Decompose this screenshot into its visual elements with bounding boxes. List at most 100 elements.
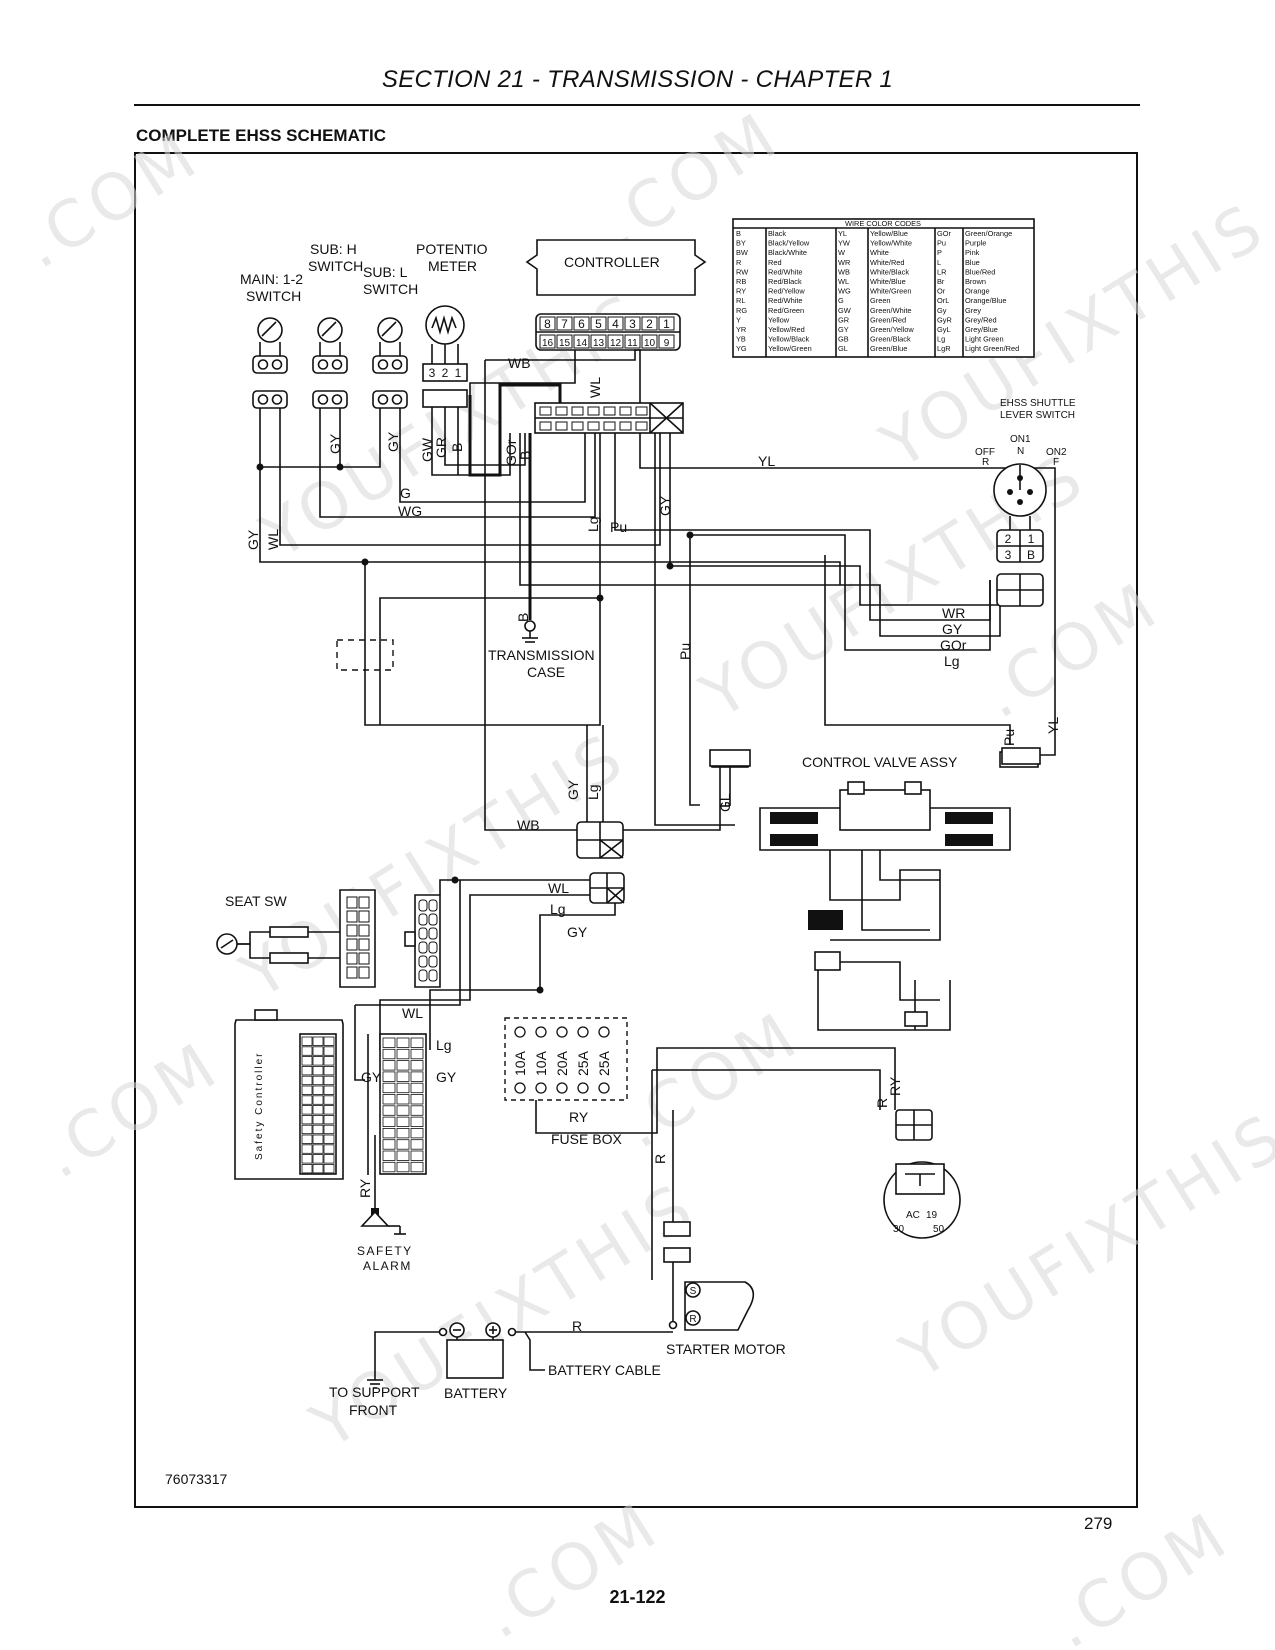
wire-ry-fuse bbox=[535, 1047, 896, 1134]
safety-pin bbox=[323, 1105, 335, 1115]
harness-pin bbox=[571, 421, 584, 431]
wire-label-gor: GOr bbox=[940, 637, 967, 653]
table-cell: Yellow/Green bbox=[768, 344, 812, 353]
wire-label-gy: GY bbox=[436, 1069, 457, 1085]
seat-lead bbox=[308, 931, 340, 959]
wire-label-gy: GY bbox=[245, 529, 261, 550]
potentiometer-label: POTENTIO bbox=[416, 241, 488, 257]
table-cell: Yellow/Black bbox=[768, 335, 810, 344]
wire-label-yl: YL bbox=[1045, 717, 1061, 734]
safety-pin bbox=[312, 1134, 324, 1144]
wire-label-g: G bbox=[400, 485, 411, 501]
wire-label-r: R bbox=[874, 1098, 890, 1108]
seat-lead bbox=[237, 943, 270, 959]
battery-icon bbox=[446, 1339, 504, 1379]
safety-pin bbox=[312, 1066, 324, 1076]
junction-dot bbox=[596, 594, 604, 602]
figure-number: 76073317 bbox=[165, 1471, 228, 1487]
wire-label-lg: Lg bbox=[944, 653, 960, 669]
shuttle-position-label: F bbox=[1053, 457, 1059, 468]
switch-icon bbox=[257, 317, 283, 343]
watermark-suffix: .COM bbox=[1039, 1498, 1243, 1650]
table-cell: Green/Orange bbox=[965, 229, 1012, 238]
safety-pin bbox=[382, 1060, 396, 1071]
seat-pin bbox=[418, 955, 428, 968]
safety-pin bbox=[396, 1060, 410, 1071]
watermark-suffix: .COM bbox=[9, 118, 213, 284]
safety-pin bbox=[382, 1105, 396, 1116]
table-cell: Green bbox=[870, 296, 891, 305]
safety-pin bbox=[323, 1134, 335, 1144]
table-cell: LgR bbox=[937, 344, 951, 353]
wire-label-gy: GY bbox=[567, 924, 588, 940]
hydraulic-line bbox=[879, 850, 940, 881]
shuttle-pin-label: 2 bbox=[1005, 532, 1012, 546]
controller-pin-label: 5 bbox=[595, 317, 602, 331]
safety-pin bbox=[312, 1144, 324, 1154]
seat-pin bbox=[428, 927, 438, 940]
controller-pin-label: 9 bbox=[664, 338, 670, 349]
sub-h-switch-label: SWITCH bbox=[308, 258, 363, 274]
switch-contact bbox=[1027, 489, 1033, 495]
controller-pin-cell bbox=[658, 316, 675, 331]
wire-label-wg: WG bbox=[398, 503, 422, 519]
wire-label-wr: WR bbox=[942, 605, 965, 621]
safety-pin bbox=[312, 1154, 324, 1164]
safety-pin bbox=[301, 1115, 313, 1125]
starter-motor-icon bbox=[684, 1281, 755, 1331]
seat-fuse-link bbox=[269, 926, 309, 938]
safety-pin bbox=[301, 1144, 313, 1154]
table-cell: Brown bbox=[965, 277, 986, 286]
table-cell: RL bbox=[736, 296, 745, 305]
fuse-box-outline bbox=[504, 1017, 628, 1101]
table-cell: R bbox=[736, 258, 741, 267]
table-title: WIRE COLOR CODES bbox=[845, 219, 921, 228]
main-switch: MAIN: 1-2 SWITCH bbox=[240, 271, 303, 409]
shuttle-position-label: ON2 bbox=[1046, 447, 1067, 458]
pot-connector bbox=[422, 363, 468, 382]
table-cell: Grey bbox=[965, 306, 981, 315]
table-cell: WB bbox=[838, 267, 850, 276]
table-cell: Yellow/White bbox=[870, 239, 912, 248]
page-number: 279 bbox=[1084, 1514, 1113, 1533]
connector-pin bbox=[271, 359, 283, 370]
connector-pin bbox=[391, 394, 403, 405]
wire-wg bbox=[319, 408, 596, 518]
safety-pin bbox=[312, 1046, 324, 1056]
safety-pin bbox=[323, 1085, 335, 1095]
starter-terminal-label: S bbox=[690, 1286, 697, 1297]
table-cell: L bbox=[937, 258, 941, 267]
switch-contact bbox=[381, 321, 397, 337]
valve-side-connectors bbox=[709, 747, 1041, 807]
pot-connector-mate bbox=[422, 389, 468, 408]
sub-h-switch-label: SUB: H bbox=[310, 241, 357, 257]
ground-label: TO SUPPORT bbox=[329, 1384, 420, 1400]
table-cell: RY bbox=[736, 287, 746, 296]
safety-pin bbox=[301, 1124, 313, 1135]
header-rule bbox=[134, 104, 1140, 106]
connector-cross bbox=[606, 887, 625, 904]
controller-pin-label: 4 bbox=[612, 317, 619, 331]
safety-pin bbox=[410, 1037, 424, 1048]
controller-pin-cell bbox=[607, 334, 624, 349]
table-cell: Grey/Red bbox=[965, 315, 997, 324]
harness-pin bbox=[603, 406, 616, 416]
table-cell: Light Green bbox=[965, 335, 1004, 344]
fuse-terminal bbox=[514, 1026, 526, 1038]
table-cell: Pink bbox=[965, 248, 980, 257]
safety-pin bbox=[382, 1048, 396, 1060]
switch-icon bbox=[377, 317, 403, 343]
wire-wl-seat bbox=[439, 879, 590, 895]
wire-label-pu: Pu bbox=[610, 519, 627, 535]
safety-pin bbox=[323, 1056, 335, 1066]
shuttle-pin-label: 3 bbox=[1005, 548, 1012, 562]
wire-gy-seat bbox=[429, 903, 616, 1050]
safety-alarm: SAFETY ALARM bbox=[357, 1208, 411, 1273]
safety-pin bbox=[312, 1115, 324, 1125]
table-cell: Green/Red bbox=[870, 315, 906, 324]
sub-l-switch-label: SUB: L bbox=[363, 264, 408, 280]
wire-label-lg: Lg bbox=[436, 1037, 452, 1053]
table-cell: Red/Black bbox=[768, 277, 802, 286]
seat-pin bbox=[428, 955, 438, 968]
